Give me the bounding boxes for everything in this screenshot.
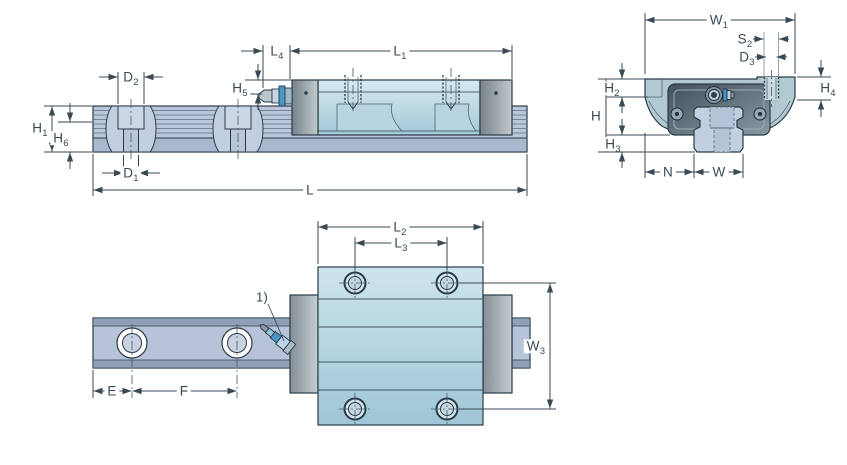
dim-label-w3: W3 [523,339,549,356]
rail-hole-boss [212,99,264,159]
dim-label-h3: H3 [602,137,624,154]
carriage-side [258,68,513,136]
dim-label-l: L [303,183,317,197]
grease-nipple-side [258,85,293,107]
dim-label-n: N [660,165,676,179]
rail-top-view [92,317,531,369]
side-view [44,45,528,196]
end-cap-screw [670,107,767,121]
dim-label-f: F [176,384,192,398]
top-threaded-hole [763,70,780,107]
dim-label-d1: D1 [120,166,142,183]
dim-label-l2: L2 [390,220,410,237]
dim-label-e: E [104,384,120,398]
carriage-top-view [259,266,513,426]
grease-nipple-top [259,324,297,356]
footnote-marker: 1) [256,289,268,305]
dim-label-l4: L4 [267,44,287,61]
dim-label-l1: L1 [390,44,410,61]
dim-label-h4: H4 [820,80,836,99]
dim-label-w1: W1 [706,13,732,30]
end-view [598,13,831,178]
rail-cross-section [693,106,744,153]
cap-screw-dot [494,91,498,95]
dim-label-d2: D2 [123,69,139,88]
top-view [92,221,556,426]
dim-label-l3: L3 [391,236,411,253]
threaded-hole [344,68,362,114]
threaded-hole [442,68,460,114]
dim-label-h: H [588,109,604,123]
dim-label-s2: S2 [737,31,753,50]
dim-label-h5: H5 [229,81,251,98]
grease-nipple-end [705,86,735,104]
cap-screw-dot [304,91,308,95]
dim-label-h1: H1 [32,120,48,139]
carriage-thread-hole [343,271,459,421]
dim-label-w: W [709,165,729,179]
dim-label-d3: D3 [739,49,755,68]
dim-label-h6: H6 [50,131,72,148]
rail-hole-boss [105,99,157,159]
dim-label-h2: H2 [601,81,623,98]
